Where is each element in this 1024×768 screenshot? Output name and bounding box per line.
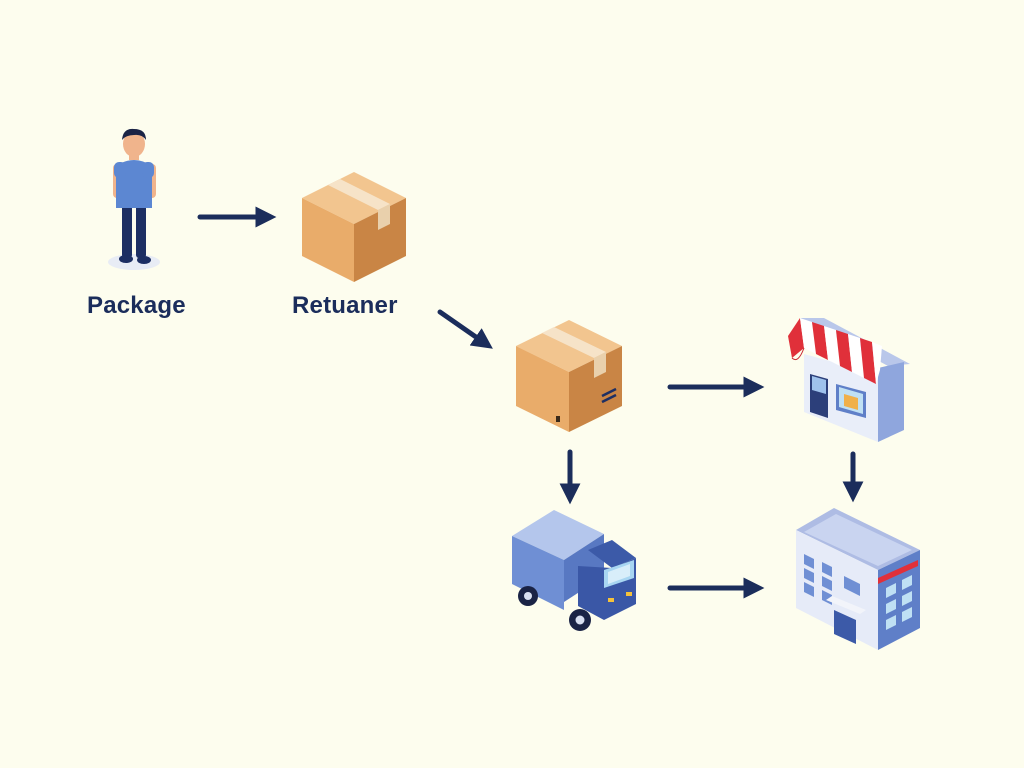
storefront-icon xyxy=(784,314,912,446)
first-box-label: Retuaner xyxy=(292,292,398,319)
package-box-icon xyxy=(298,168,410,286)
person-icon xyxy=(104,124,164,274)
warehouse-building-icon xyxy=(790,504,924,654)
arrow-box-to-box xyxy=(437,309,493,349)
delivery-truck-icon xyxy=(508,506,640,634)
person-label: Package xyxy=(87,292,186,319)
package-box-icon-2 xyxy=(512,316,626,436)
